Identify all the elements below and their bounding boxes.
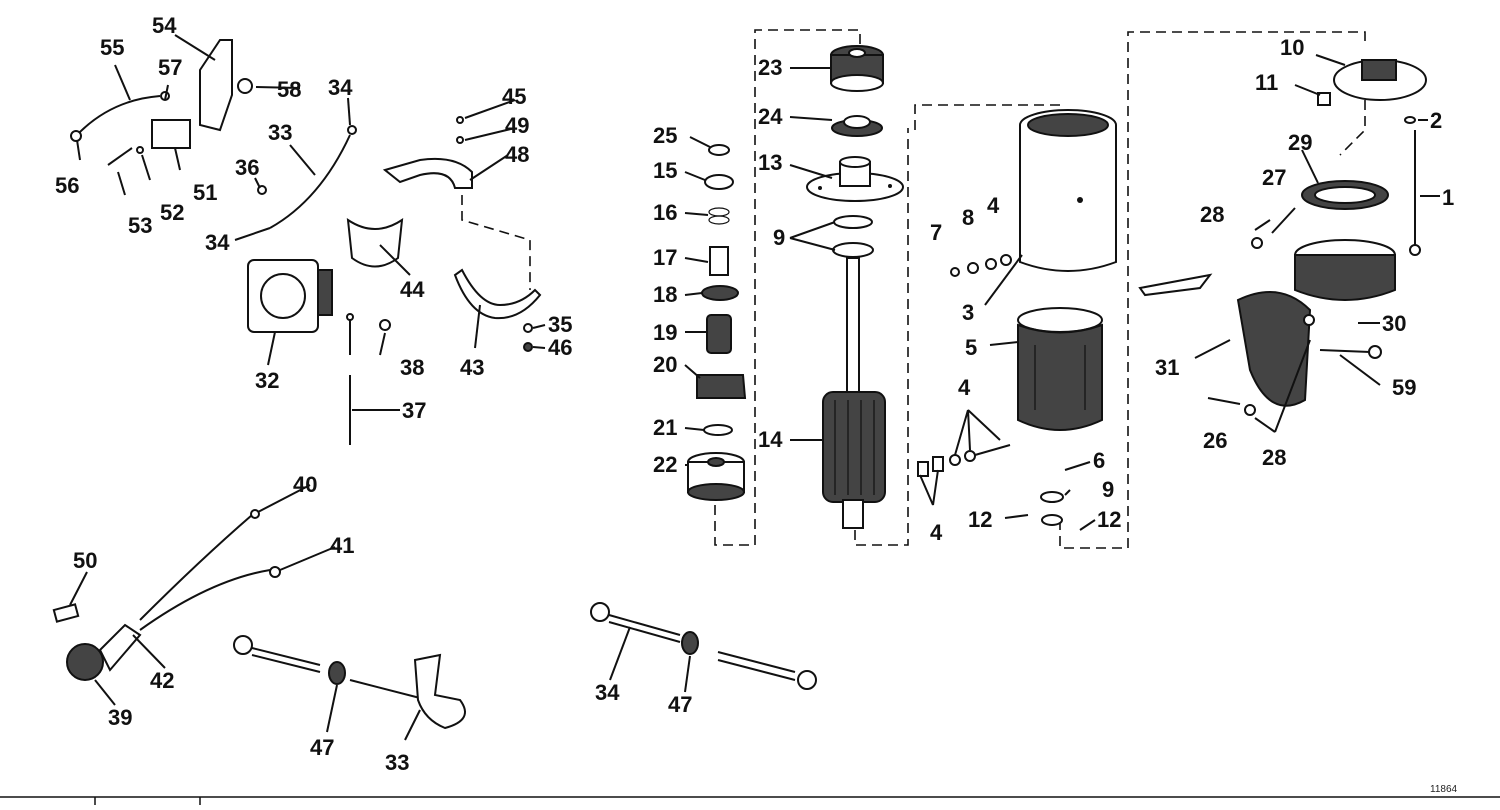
- callout-14: 14: [758, 427, 783, 452]
- callout-37: 37: [402, 398, 426, 423]
- callout-56: 56: [55, 173, 79, 198]
- battery-cables: [233, 602, 817, 730]
- clamp-link-outline: [461, 195, 531, 290]
- callout-11: 11: [1255, 70, 1278, 95]
- small-washers: [917, 254, 1064, 526]
- callout-24: 24: [758, 104, 783, 129]
- switch-harness: [52, 509, 281, 681]
- callout-8: 8: [962, 205, 974, 230]
- callout-50: 50: [73, 548, 97, 573]
- callout-29: 29: [1288, 130, 1312, 155]
- callout-33b: 33: [385, 750, 409, 775]
- frame-group-outline: [914, 104, 1061, 130]
- callout-26: 26: [1203, 428, 1227, 453]
- callout-10: 10: [1280, 35, 1304, 60]
- callout-30: 30: [1382, 311, 1406, 336]
- part-24-cup: [831, 115, 883, 137]
- callout-47b: 47: [668, 692, 692, 717]
- callout-15: 15: [653, 158, 677, 183]
- drive-group-outline-bottom: [714, 505, 755, 546]
- callout-43: 43: [460, 355, 484, 380]
- callout-33a: 33: [268, 120, 292, 145]
- callout-22: 22: [653, 452, 677, 477]
- callout-20: 20: [653, 352, 677, 377]
- callout-47a: 47: [310, 735, 334, 760]
- part-3-frame: [1019, 109, 1117, 272]
- callout-49: 49: [505, 113, 529, 138]
- callout-12a: 12: [968, 507, 992, 532]
- callout-4b: 4: [958, 375, 971, 400]
- callout-48: 48: [505, 142, 529, 167]
- armature-group-outline: [854, 128, 909, 546]
- callout-31: 31: [1155, 355, 1179, 380]
- part-9-rings: [832, 215, 874, 258]
- end-cap-group-outline: [1059, 31, 1366, 549]
- callout-39: 39: [108, 705, 132, 730]
- callout-28b: 28: [1262, 445, 1286, 470]
- callout-34a: 34: [328, 75, 353, 100]
- part-13-plate: [806, 156, 904, 202]
- callout-45: 45: [502, 84, 526, 109]
- part-23-housing: [830, 45, 884, 92]
- callout-labels: 1 2 3 4 4 4 5 6 7 8 9 9 10 11 12 12 13 1…: [55, 13, 1454, 775]
- callout-4a: 4: [987, 193, 1000, 218]
- bracket-group: [70, 39, 357, 229]
- callout-51: 51: [193, 180, 217, 205]
- callout-27: 27: [1262, 165, 1286, 190]
- callout-3: 3: [962, 300, 974, 325]
- callout-32: 32: [255, 368, 279, 393]
- callout-46: 46: [548, 335, 572, 360]
- callout-5: 5: [965, 335, 977, 360]
- callout-25: 25: [653, 123, 677, 148]
- callout-9b: 9: [1102, 477, 1114, 502]
- callout-59: 59: [1392, 375, 1416, 400]
- end-cap-parts: [1138, 59, 1427, 416]
- callout-21: 21: [653, 415, 677, 440]
- callout-54: 54: [152, 13, 177, 38]
- callout-40: 40: [293, 472, 317, 497]
- callout-13: 13: [758, 150, 782, 175]
- callout-38: 38: [400, 355, 424, 380]
- callout-19: 19: [653, 320, 677, 345]
- callout-18: 18: [653, 282, 677, 307]
- reference-number: 11864: [1430, 784, 1458, 795]
- callout-34c: 34: [595, 680, 620, 705]
- callout-52: 52: [160, 200, 184, 225]
- leader-lines: [69, 34, 1440, 741]
- callout-12b: 12: [1097, 507, 1121, 532]
- callout-16: 16: [653, 200, 677, 225]
- callout-41: 41: [330, 533, 354, 558]
- callout-23: 23: [758, 55, 782, 80]
- callout-35: 35: [548, 312, 572, 337]
- callout-53: 53: [128, 213, 152, 238]
- part-14-armature: [822, 257, 886, 529]
- callout-58: 58: [277, 77, 301, 102]
- callout-4c: 4: [930, 520, 943, 545]
- callout-6: 6: [1093, 448, 1105, 473]
- callout-28a: 28: [1200, 202, 1224, 227]
- part-5-field-coil: [1017, 307, 1103, 431]
- footer-rule: 11864: [0, 784, 1500, 805]
- assembly-group-outlines: [461, 29, 1366, 549]
- callout-55: 55: [100, 35, 124, 60]
- callout-57: 57: [158, 55, 182, 80]
- callout-42: 42: [150, 668, 174, 693]
- callout-7: 7: [930, 220, 942, 245]
- callout-9a: 9: [773, 225, 785, 250]
- callout-1: 1: [1442, 185, 1454, 210]
- solenoid-group: [247, 116, 542, 445]
- callout-17: 17: [653, 245, 677, 270]
- callout-44: 44: [400, 277, 425, 302]
- drive-group-outline: [754, 29, 861, 545]
- callout-34b: 34: [205, 230, 230, 255]
- callout-2: 2: [1430, 108, 1442, 133]
- drive-stack-parts: [687, 144, 747, 501]
- callout-36: 36: [235, 155, 259, 180]
- end-cap-link-outline: [1339, 100, 1366, 156]
